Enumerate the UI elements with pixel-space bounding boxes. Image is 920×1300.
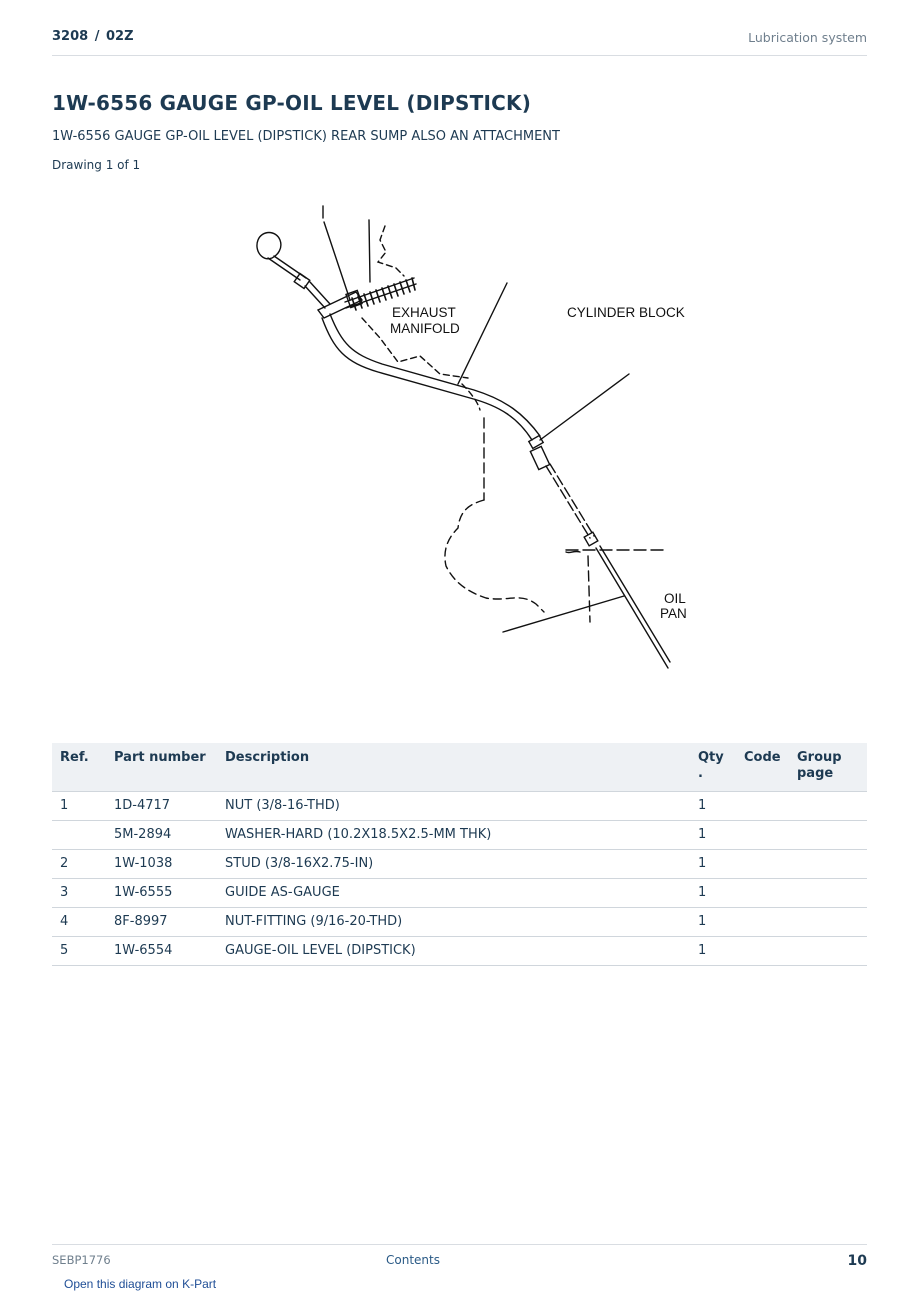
cell-description: NUT-FITTING (9/16-20-THD) [217, 907, 690, 937]
oil-label: OIL [664, 591, 686, 606]
cylinder-leader [539, 373, 630, 441]
cell-group-page [789, 820, 867, 850]
col-part-number: Part number [106, 743, 217, 792]
cell-part-number: 1D-4717 [106, 791, 217, 821]
page-header: 3208 / 02Z Lubrication system [52, 28, 867, 56]
model-code: 3208 / 02Z [52, 29, 134, 44]
cell-ref: 4 [52, 907, 106, 937]
col-ref: Ref. [52, 743, 106, 792]
table-row: 4 8F-8997 NUT-FITTING (9/16-20-THD) 1 [52, 907, 867, 937]
cell-qty: 1 [690, 849, 736, 879]
col-description: Description [217, 743, 690, 792]
section-name: Lubrication system [748, 30, 867, 45]
cell-ref [52, 820, 106, 850]
cell-group-page [789, 849, 867, 879]
page-footer: SEBP1776 Contents 10 [52, 1244, 867, 1275]
table-row: 3 1W-6555 GUIDE AS-GAUGE 1 [52, 878, 867, 908]
cell-ref: 5 [52, 936, 106, 966]
cell-code [736, 878, 789, 908]
guide-tube [321, 317, 533, 441]
upper-fitting [293, 272, 311, 290]
cell-group-page [789, 878, 867, 908]
table-row: 5 1W-6554 GAUGE-OIL LEVEL (DIPSTICK) 1 [52, 936, 867, 966]
cell-code [736, 849, 789, 879]
cell-part-number: 1W-1038 [106, 849, 217, 879]
cell-part-number: 1W-6555 [106, 878, 217, 908]
dipstick-diagram: EXHAUST MANIFOLD CYLINDER BLOCK OIL PAN [256, 205, 687, 669]
col-code: Code [736, 743, 789, 792]
exhaust-label: EXHAUST [392, 305, 456, 320]
contents-link[interactable]: Contents [386, 1253, 440, 1267]
bracket [316, 291, 364, 319]
cell-qty: 1 [690, 791, 736, 821]
cell-qty: 1 [690, 907, 736, 937]
cell-group-page [789, 907, 867, 937]
oilpan-leader [502, 595, 625, 633]
dipstick-handle [256, 231, 282, 260]
cell-qty: 1 [690, 820, 736, 850]
cell-code [736, 791, 789, 821]
col-qty: Qty. [690, 743, 736, 792]
dipstick-rod [545, 465, 591, 539]
exhaust-leader [457, 282, 508, 385]
table-row: 1 1D-4717 NUT (3/8-16-THD) 1 [52, 791, 867, 821]
cell-description: GAUGE-OIL LEVEL (DIPSTICK) [217, 936, 690, 966]
document-id: SEBP1776 [52, 1253, 111, 1267]
table-row: 2 1W-1038 STUD (3/8-16X2.75-IN) 1 [52, 849, 867, 879]
cell-group-page [789, 936, 867, 966]
cell-code [736, 936, 789, 966]
cell-ref: 2 [52, 849, 106, 879]
cell-ref: 1 [52, 791, 106, 821]
cell-ref: 3 [52, 878, 106, 908]
cell-part-number: 5M-2894 [106, 820, 217, 850]
cell-part-number: 1W-6554 [106, 936, 217, 966]
cell-code [736, 907, 789, 937]
parts-table: Ref. Part number Description Qty. Code G… [52, 743, 867, 966]
page-title: 1W-6556 GAUGE GP-OIL LEVEL (DIPSTICK) [52, 91, 532, 115]
page-number: 10 [847, 1253, 867, 1269]
page-subtitle: 1W-6556 GAUGE GP-OIL LEVEL (DIPSTICK) RE… [52, 129, 560, 144]
stud [344, 277, 417, 309]
cell-qty: 1 [690, 936, 736, 966]
cell-description: STUD (3/8-16X2.75-IN) [217, 849, 690, 879]
cell-description: GUIDE AS-GAUGE [217, 878, 690, 908]
cell-qty: 1 [690, 878, 736, 908]
open-kpart-link[interactable]: Open this diagram on K-Part [64, 1277, 217, 1291]
manifold-label: MANIFOLD [390, 321, 460, 336]
table-row: 5M-2894 WASHER-HARD (10.2X18.5X2.5-MM TH… [52, 820, 867, 850]
cell-code [736, 820, 789, 850]
table-header-row: Ref. Part number Description Qty. Code G… [52, 743, 867, 792]
cylinder-block-label: CYLINDER BLOCK [567, 305, 685, 320]
cell-group-page [789, 791, 867, 821]
cell-part-number: 8F-8997 [106, 907, 217, 937]
drawing-count: Drawing 1 of 1 [52, 158, 141, 172]
cell-description: WASHER-HARD (10.2X18.5X2.5-MM THK) [217, 820, 690, 850]
cell-description: NUT (3/8-16-THD) [217, 791, 690, 821]
pan-label: PAN [660, 606, 687, 621]
